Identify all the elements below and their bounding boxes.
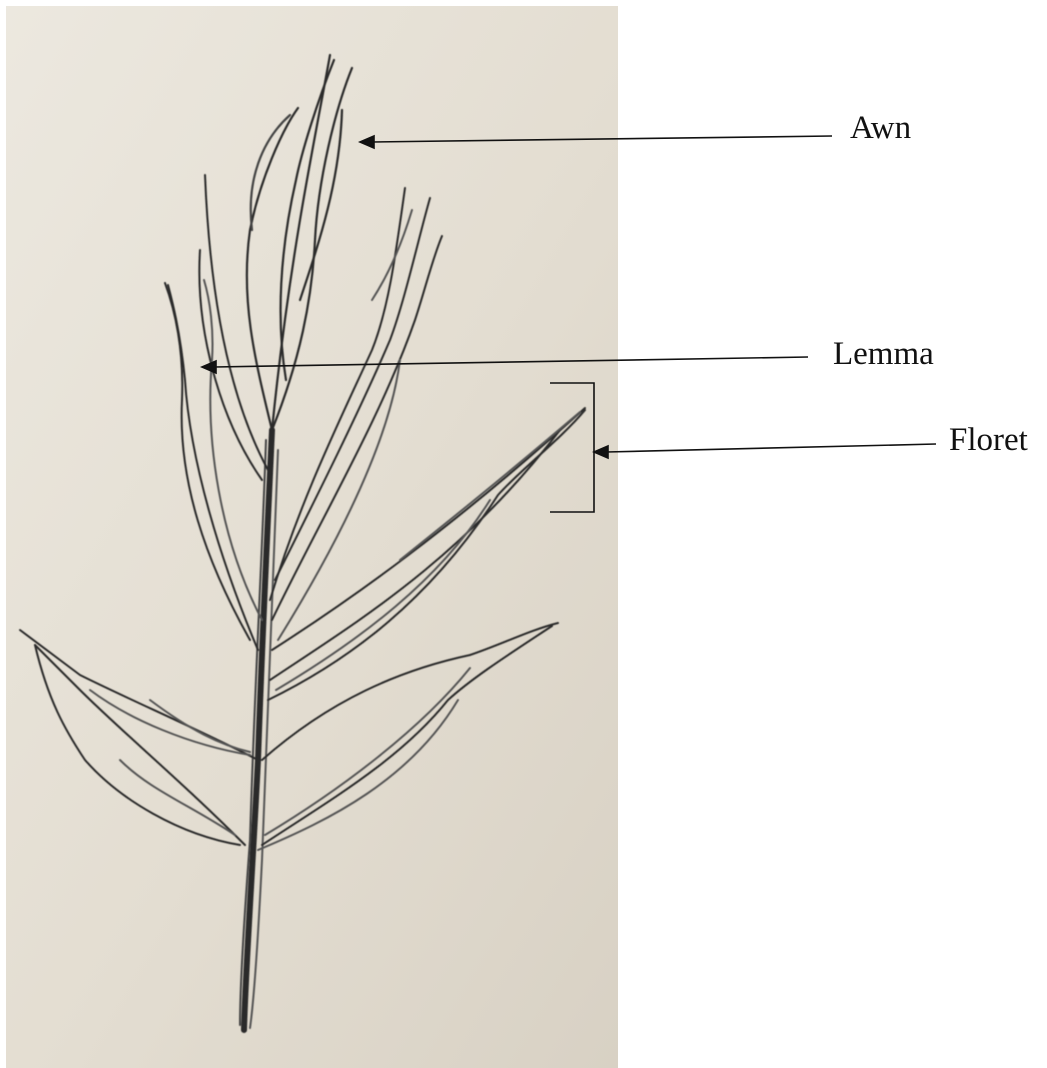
floret-arrow xyxy=(594,444,936,458)
paper-photo xyxy=(6,6,618,1068)
floret-label: Floret xyxy=(949,424,1028,457)
lemma-label: Lemma xyxy=(833,338,934,371)
awn-label: Awn xyxy=(850,112,911,145)
